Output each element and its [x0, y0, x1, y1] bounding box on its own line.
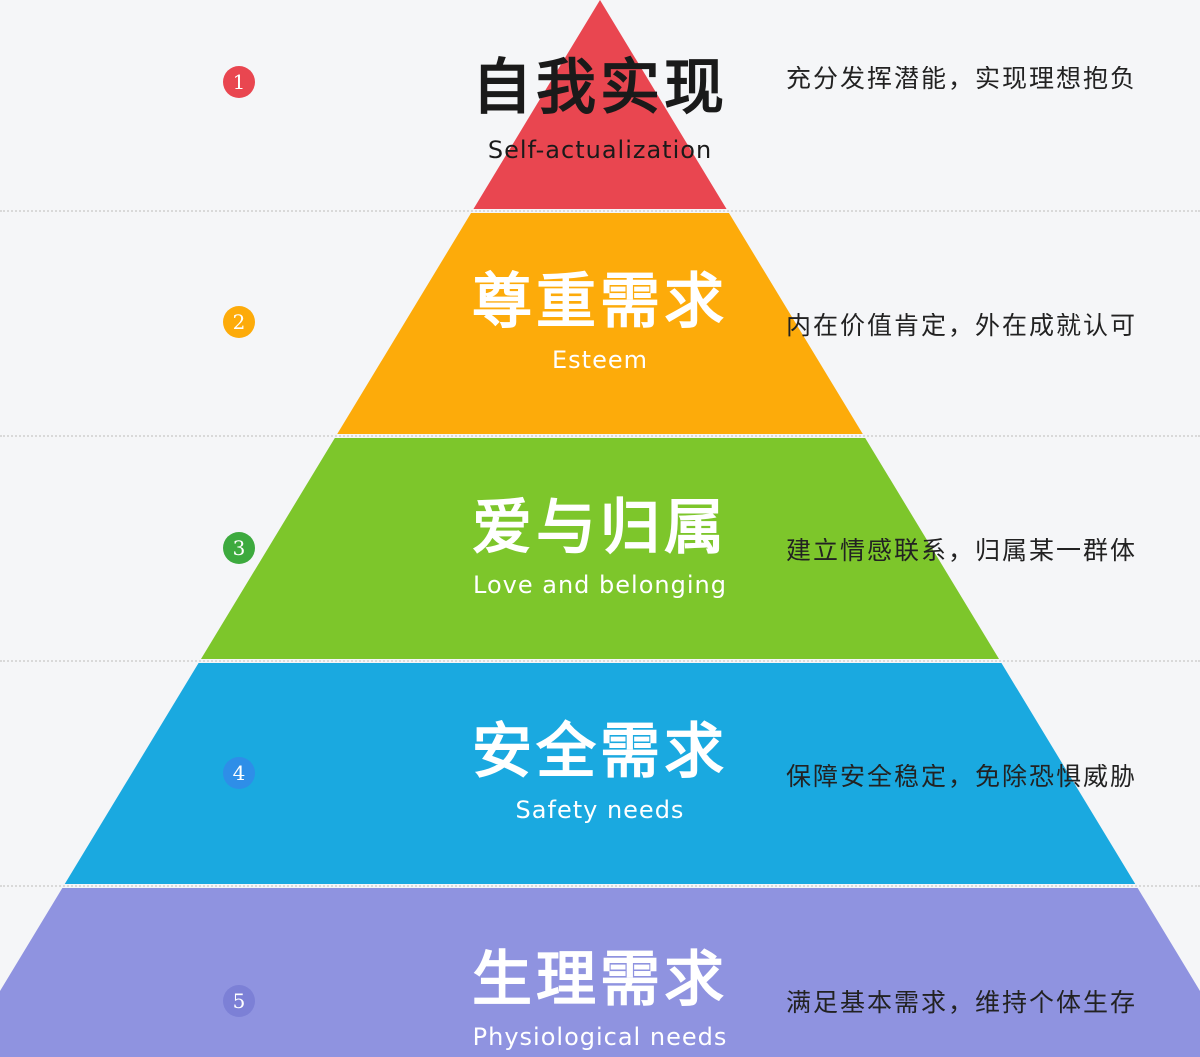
pyramid-tier-5 — [0, 888, 1200, 1057]
row-divider — [0, 885, 1200, 887]
tier-description: 保障安全稳定，免除恐惧威胁 — [786, 764, 1138, 789]
tier-number-badge: 3 — [223, 532, 255, 564]
tier-subtitle: Physiological needs — [472, 1023, 728, 1051]
row-divider — [0, 435, 1200, 437]
tier-number-badge: 5 — [223, 985, 255, 1017]
pyramid-tier-3 — [200, 438, 1000, 659]
tier-number-badge: 1 — [223, 66, 255, 98]
tier-subtitle: Self-actualization — [487, 136, 713, 164]
tier-subtitle: Safety needs — [515, 796, 685, 824]
tier-description: 满足基本需求，维持个体生存 — [786, 990, 1138, 1015]
tier-subtitle: Love and belonging — [473, 571, 727, 599]
pyramid-tier-4 — [64, 663, 1136, 884]
tier-description: 建立情感联系，归属某一群体 — [786, 538, 1138, 563]
tier-description: 充分发挥潜能，实现理想抱负 — [786, 66, 1138, 91]
tier-title: 爱与归属 — [472, 493, 728, 563]
row-divider — [0, 660, 1200, 662]
tier-number-badge: 4 — [223, 757, 255, 789]
pyramid-tier-2 — [337, 213, 863, 434]
tier-title: 安全需求 — [472, 717, 728, 787]
tier-number-badge: 2 — [223, 306, 255, 338]
row-divider — [0, 210, 1200, 212]
tier-title: 生理需求 — [472, 945, 728, 1015]
tier-subtitle: Esteem — [552, 346, 648, 374]
tier-title: 自我实现 — [472, 53, 728, 123]
pyramid-tier-1 — [473, 0, 727, 209]
tier-description: 内在价值肯定，外在成就认可 — [786, 313, 1138, 338]
tier-title: 尊重需求 — [472, 267, 728, 337]
